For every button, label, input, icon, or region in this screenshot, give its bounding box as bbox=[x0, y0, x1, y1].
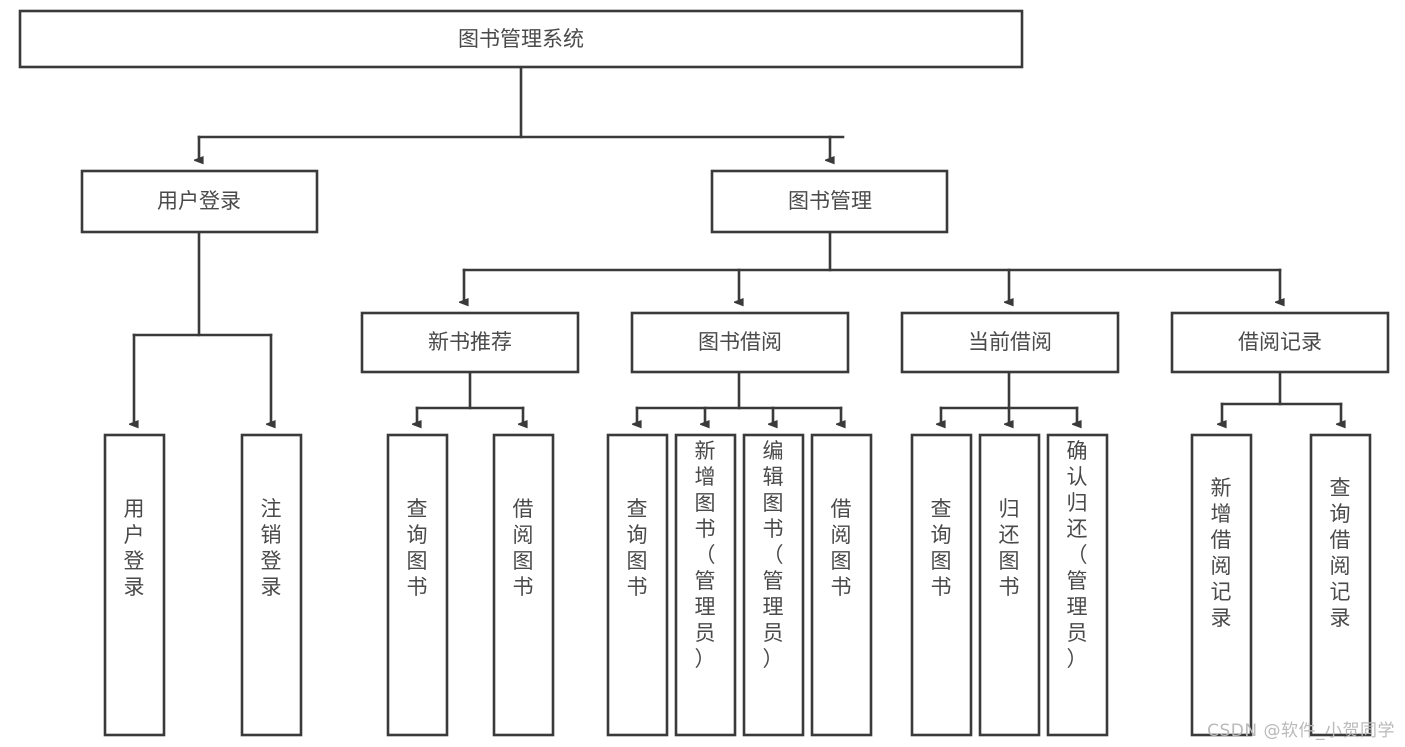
leaf-label-vertical: 查询图书 bbox=[407, 497, 428, 599]
leaf-borrow-query-book[interactable]: 查询图书 bbox=[606, 433, 669, 737]
leaf-label-vertical: 归还图书 bbox=[999, 497, 1020, 599]
edge-group-root bbox=[199, 65, 845, 160]
leaf-borrow-edit-book[interactable]: 编辑图书（管理员） bbox=[742, 433, 805, 737]
node-borrow-record[interactable]: 借阅记录 bbox=[1170, 311, 1390, 374]
node-book-borrow-label: 图书借阅 bbox=[698, 330, 782, 354]
edge-group-borrow-record bbox=[1222, 370, 1341, 424]
node-book-borrow[interactable]: 图书借阅 bbox=[630, 311, 850, 374]
edge-group-book-management bbox=[464, 230, 1280, 302]
leaf-recommend-query-book[interactable]: 查询图书 bbox=[386, 433, 449, 737]
edge-group-book-borrow bbox=[637, 370, 841, 424]
leaf-label-vertical: 用户登录 bbox=[124, 497, 145, 599]
leaf-record-query-record[interactable]: 查询借阅记录 bbox=[1309, 433, 1372, 737]
node-new-book-recommend[interactable]: 新书推荐 bbox=[360, 311, 580, 374]
leaf-label-vertical: 新增图书（管理员） bbox=[695, 439, 716, 671]
leaf-label-vertical: 编辑图书（管理员） bbox=[763, 439, 784, 671]
leaf-user-login-logout[interactable]: 注销登录 bbox=[240, 433, 303, 737]
edge-group-user-login bbox=[134, 230, 271, 424]
node-root-label: 图书管理系统 bbox=[458, 27, 584, 51]
leaf-record-add-record[interactable]: 新增借阅记录 bbox=[1190, 433, 1253, 737]
leaf-label-vertical: 查询借阅记录 bbox=[1330, 476, 1351, 630]
leaf-label-vertical: 确认归还（管理员） bbox=[1067, 439, 1088, 671]
node-user-login[interactable]: 用户登录 bbox=[80, 169, 319, 234]
node-new-book-recommend-label: 新书推荐 bbox=[428, 330, 512, 354]
node-user-login-label: 用户登录 bbox=[157, 189, 241, 213]
leaf-label-vertical: 新增借阅记录 bbox=[1211, 476, 1232, 630]
leaf-current-return-book[interactable]: 归还图书 bbox=[978, 433, 1041, 737]
leaf-user-login-login[interactable]: 用户登录 bbox=[103, 433, 166, 737]
node-current-borrow-label: 当前借阅 bbox=[968, 330, 1052, 354]
edge-group-new-book-recommend bbox=[417, 370, 523, 424]
node-book-management-label: 图书管理 bbox=[788, 189, 872, 213]
leaf-borrow-add-book[interactable]: 新增图书（管理员） bbox=[674, 433, 737, 737]
leaf-recommend-borrow-book[interactable]: 借阅图书 bbox=[492, 433, 555, 737]
leaf-label-vertical: 借阅图书 bbox=[831, 497, 852, 599]
leaf-label-vertical: 查询图书 bbox=[627, 497, 648, 599]
node-book-management[interactable]: 图书管理 bbox=[710, 169, 949, 234]
leaf-borrow-borrow-book[interactable]: 借阅图书 bbox=[810, 433, 873, 737]
leaf-current-confirm-return[interactable]: 确认归还（管理员） bbox=[1046, 433, 1109, 737]
node-borrow-record-label: 借阅记录 bbox=[1238, 330, 1322, 354]
leaf-label-vertical: 借阅图书 bbox=[513, 497, 534, 599]
node-root-system[interactable]: 图书管理系统 bbox=[18, 9, 1024, 69]
leaf-label-vertical: 注销登录 bbox=[261, 497, 282, 599]
node-current-borrow[interactable]: 当前借阅 bbox=[900, 311, 1120, 374]
leaf-label-vertical: 查询图书 bbox=[931, 497, 952, 599]
csdn-watermark: CSDN @软件_小贺同学 bbox=[1207, 721, 1395, 741]
leaf-current-query-book[interactable]: 查询图书 bbox=[910, 433, 973, 737]
edge-group-current-borrow bbox=[941, 370, 1077, 424]
